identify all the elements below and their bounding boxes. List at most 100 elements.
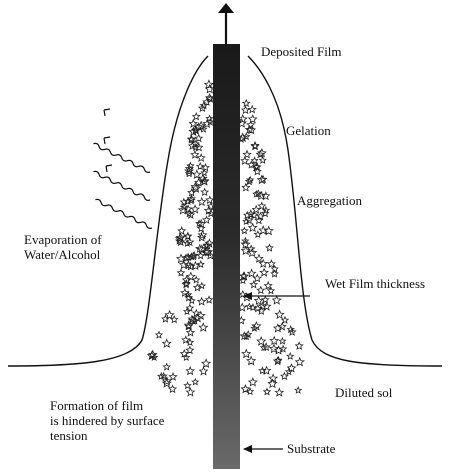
- sol-particle: [200, 367, 208, 374]
- withdrawal-arrow-head: [218, 3, 234, 13]
- evaporation-arrow-head-1: [104, 109, 110, 116]
- sol-particle: [187, 329, 194, 336]
- sol-particle: [156, 332, 162, 338]
- sol-particle: [241, 228, 247, 234]
- sol-particle: [201, 189, 208, 196]
- sol-particle: [169, 373, 176, 380]
- evaporation-arrows: [93, 109, 152, 242]
- sol-particle: [252, 157, 258, 163]
- sol-particle: [255, 297, 263, 305]
- sol-particle: [206, 239, 214, 247]
- sol-particle: [296, 342, 303, 349]
- evaporation-arrow-head-2: [104, 137, 110, 144]
- sol-particle: [199, 323, 207, 331]
- sol-particle: [249, 378, 257, 386]
- sol-particle: [275, 388, 283, 396]
- label-formation-line-3: tension: [50, 428, 164, 443]
- evaporation-arrow-head-3: [106, 165, 112, 172]
- sol-particle: [206, 196, 213, 203]
- sol-particle: [259, 226, 267, 234]
- sol-particle: [295, 387, 301, 393]
- sol-particle: [192, 379, 198, 385]
- sol-particle: [258, 203, 265, 210]
- sol-particle: [184, 240, 190, 246]
- sol-particle: [255, 255, 263, 262]
- sol-particle: [260, 176, 267, 183]
- sol-particle: [255, 231, 261, 237]
- sol-particle: [276, 310, 284, 318]
- sol-particle: [243, 100, 250, 106]
- sol-particle: [197, 163, 204, 169]
- sol-particle: [247, 357, 255, 365]
- sol-particle: [273, 296, 281, 304]
- sol-particle: [201, 170, 207, 176]
- label-evaporation: Evaporation of Water/Alcohol: [24, 232, 102, 262]
- sol-particle: [193, 277, 199, 283]
- sol-particle: [178, 227, 185, 234]
- sol-particle: [189, 298, 195, 304]
- sol-particle: [282, 317, 289, 323]
- sol-particle: [163, 364, 170, 370]
- label-gelation: Gelation: [286, 123, 331, 138]
- sol-particle: [198, 198, 206, 205]
- sol-particle: [198, 261, 204, 267]
- sol-particle: [250, 281, 257, 287]
- sol-particle: [279, 338, 285, 344]
- label-formation-line-2: is hindered by surface: [50, 413, 164, 428]
- sol-particle: [259, 260, 267, 267]
- sol-particle: [242, 184, 249, 191]
- sol-particle: [266, 244, 273, 251]
- sol-particle: [254, 275, 261, 282]
- label-formation-line-1: Formation of film: [50, 398, 164, 413]
- substrate-arrowhead: [243, 445, 252, 453]
- sol-particle: [184, 308, 190, 314]
- label-diluted-sol: Diluted sol: [335, 385, 392, 400]
- sol-particle: [270, 337, 278, 345]
- sol-particle: [198, 298, 206, 305]
- sol-particle: [264, 389, 270, 395]
- sol-particle: [241, 157, 248, 164]
- label-substrate: Substrate: [287, 441, 335, 456]
- sol-particle: [257, 287, 264, 294]
- sol-particle: [202, 359, 210, 367]
- sol-particle: [288, 326, 294, 332]
- sol-particle: [193, 170, 201, 178]
- sol-particle: [163, 339, 171, 347]
- sol-particle: [249, 106, 256, 113]
- sol-particle: [186, 367, 194, 374]
- sol-particle: [268, 260, 275, 267]
- sol-particle: [189, 142, 196, 149]
- sol-particle: [248, 270, 256, 277]
- label-evaporation-line-1: Evaporation of: [24, 232, 102, 247]
- evaporation-arrow-3: [95, 186, 152, 243]
- label-deposited-film: Deposited Film: [261, 44, 342, 59]
- sol-particle: [260, 157, 266, 163]
- label-wet-film-thickness: Wet Film thickness: [325, 276, 425, 291]
- sol-particle: [198, 154, 205, 161]
- label-aggregation: Aggregation: [297, 193, 362, 208]
- sol-particle: [198, 253, 204, 259]
- sol-particle: [242, 350, 250, 358]
- sol-particle: [249, 115, 257, 122]
- sol-particle: [287, 353, 293, 359]
- label-evaporation-line-2: Water/Alcohol: [24, 247, 102, 262]
- sol-particle: [206, 296, 213, 303]
- sol-particle: [169, 385, 176, 392]
- label-formation: Formation of film is hindered by surface…: [50, 398, 164, 443]
- sol-particle: [193, 113, 200, 120]
- sol-particle: [187, 388, 195, 395]
- sol-particle: [243, 151, 250, 158]
- sol-particle: [201, 102, 208, 108]
- sol-particle: [260, 269, 268, 276]
- sol-particle: [178, 269, 185, 275]
- sol-particle: [181, 289, 189, 296]
- sol-particle: [184, 382, 190, 388]
- sol-particle: [268, 287, 275, 293]
- sol-particle: [257, 337, 265, 345]
- sol-particle: [249, 224, 257, 232]
- sol-particle: [203, 216, 210, 223]
- sol-particle: [191, 205, 199, 212]
- sol-particle: [242, 107, 249, 114]
- sol-particle: [296, 358, 304, 366]
